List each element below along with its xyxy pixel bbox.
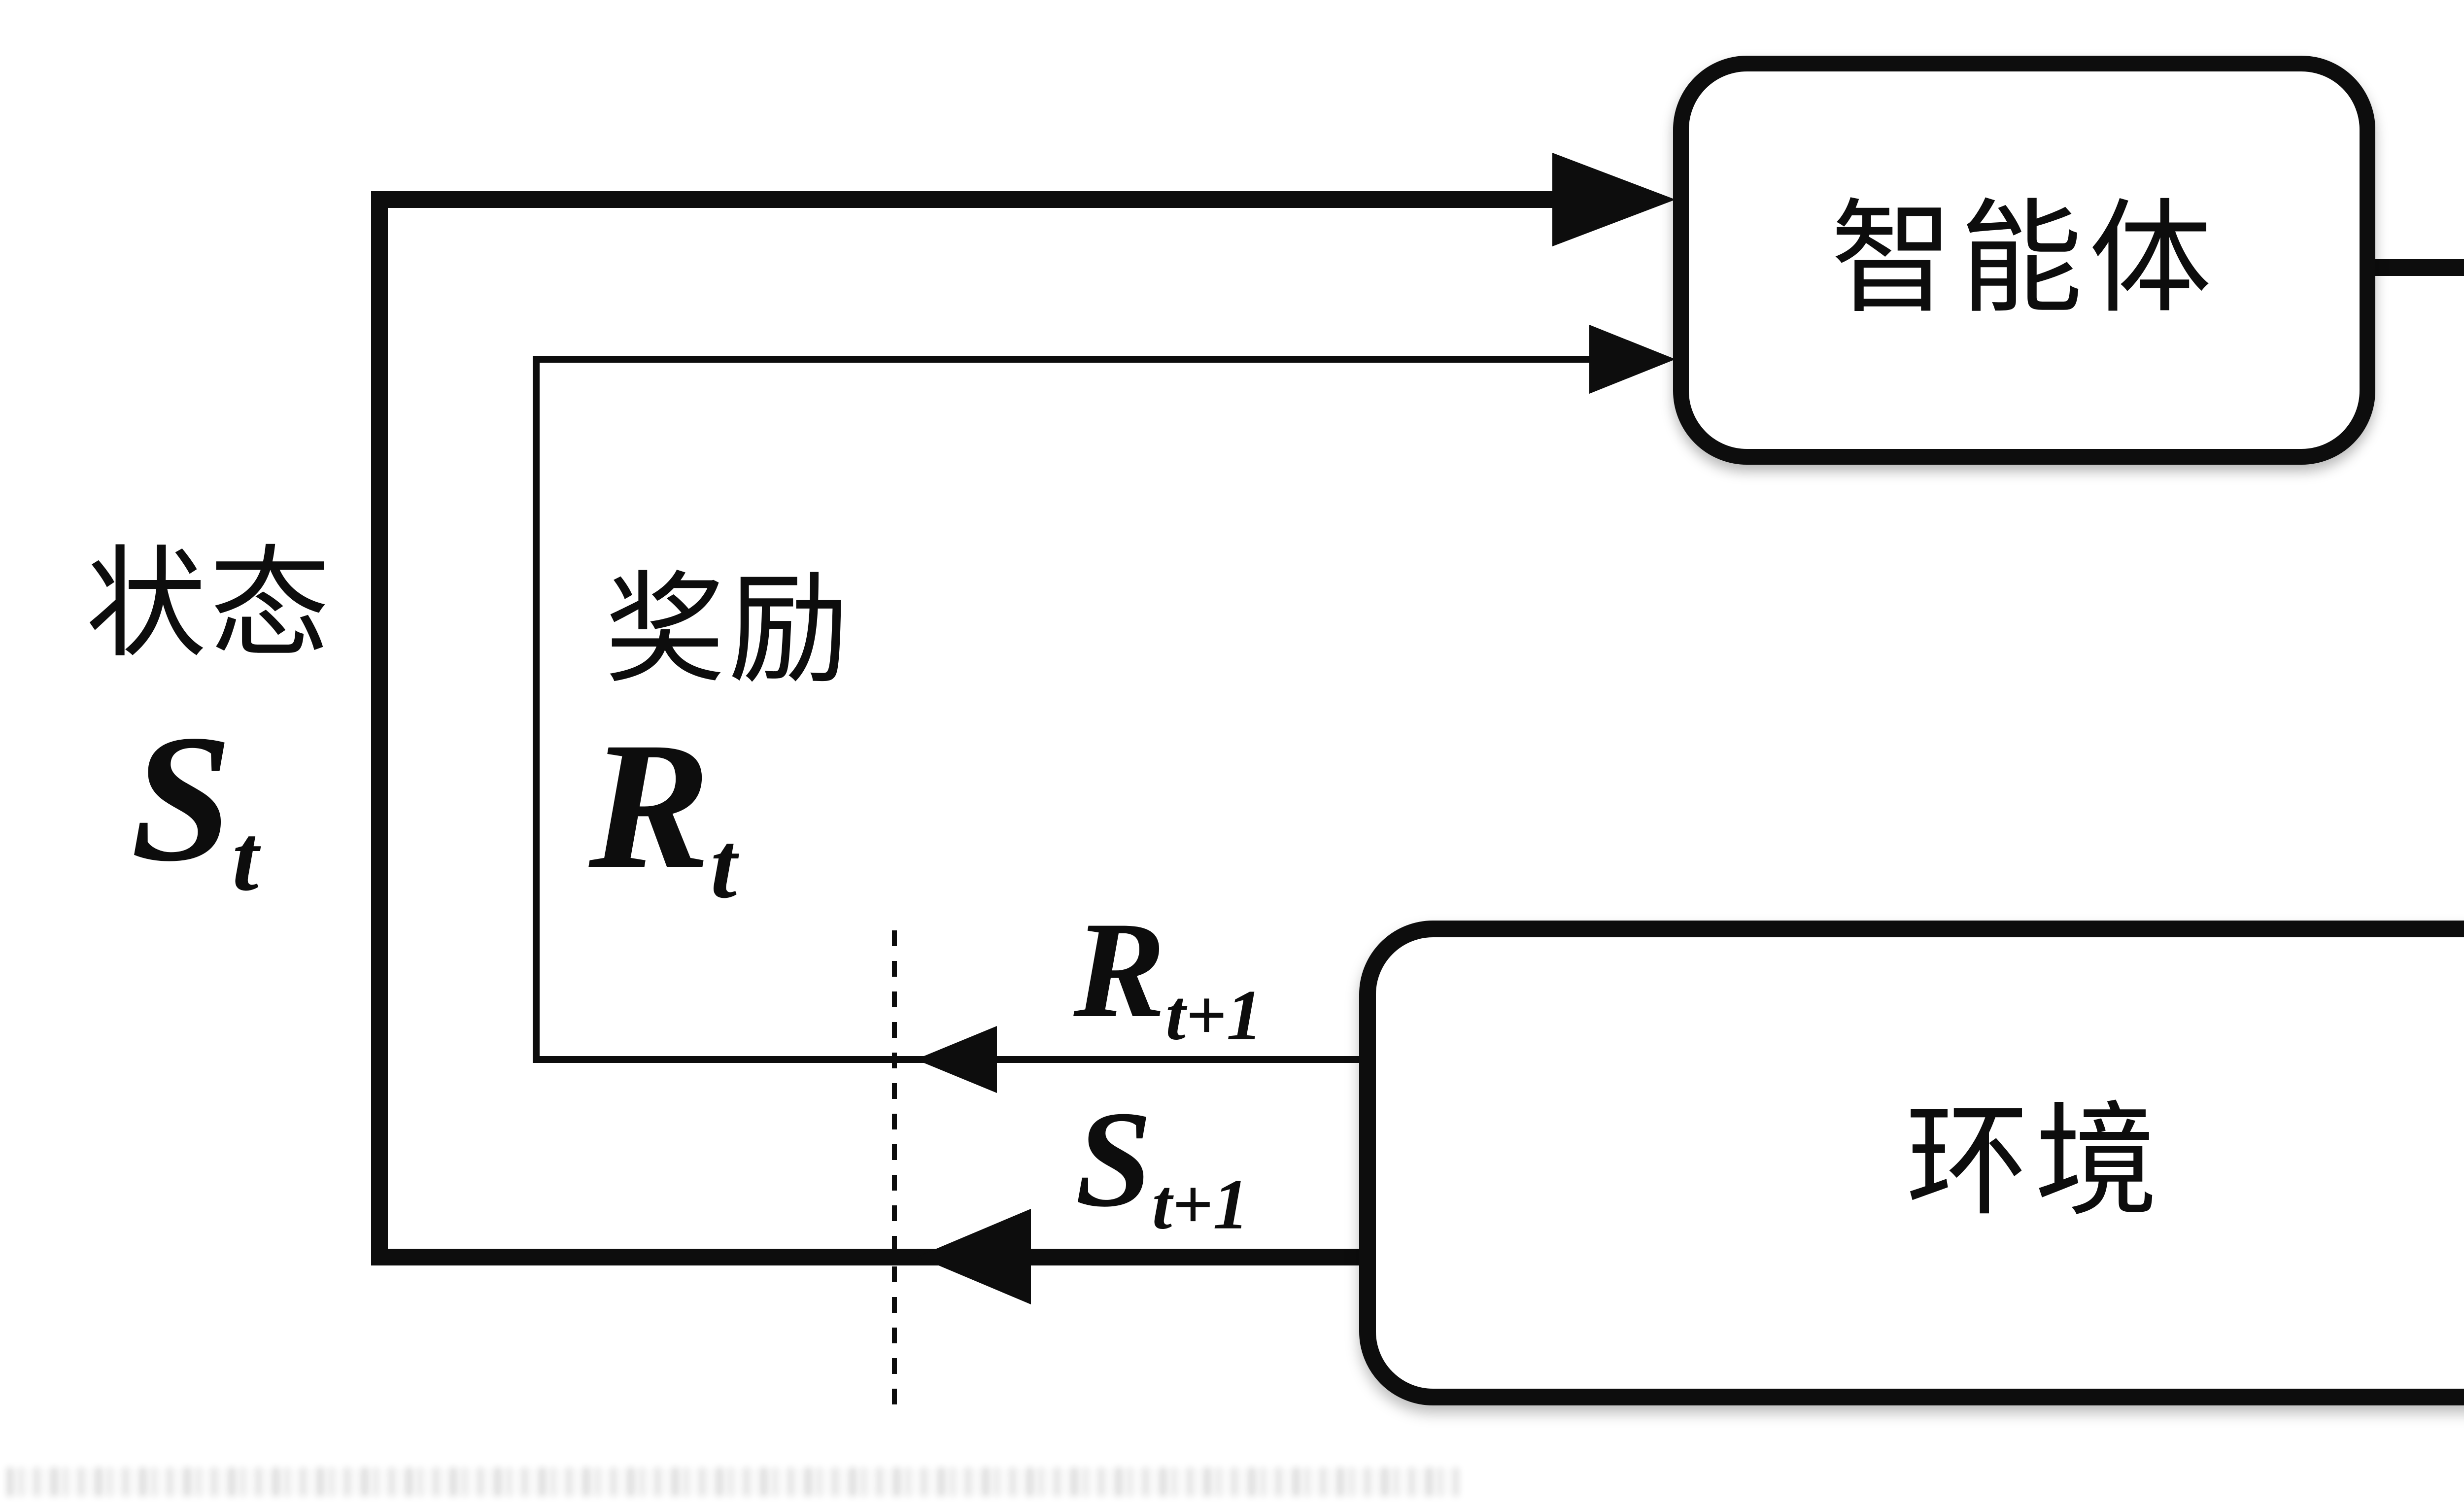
agent-box-label: 智能体	[1830, 192, 2218, 328]
reward-next-arrowhead-icon	[916, 1026, 997, 1093]
state-next-symbol-letter: S	[1075, 1082, 1152, 1235]
reward-symbol-subscript: t	[710, 813, 737, 918]
environment-box: 环境	[1359, 921, 2464, 1405]
reward-next-symbol-subscript: t+1	[1165, 975, 1263, 1055]
reward-symbol: Rt	[589, 715, 737, 913]
action-line-top	[2365, 259, 2464, 276]
state-arrowhead-icon	[1552, 153, 1676, 246]
state-next-arrowhead-icon	[918, 1209, 1031, 1304]
reward-line-top	[533, 356, 1597, 363]
time-step-dashed-divider	[892, 930, 897, 1419]
state-symbol-letter: S	[131, 697, 233, 899]
reward-symbol-letter: R	[588, 705, 711, 907]
reward-line-left	[533, 356, 540, 1063]
state-next-line	[371, 1249, 1375, 1265]
state-line-top	[371, 191, 1562, 208]
cropped-caption-artifact	[7, 1468, 1459, 1496]
reward-label-cn: 奖励	[605, 564, 852, 698]
reward-arrowhead-icon	[1589, 325, 1676, 394]
reward-next-symbol-letter: R	[1073, 893, 1166, 1046]
state-next-symbol: St+1	[1075, 1090, 1249, 1240]
state-symbol: St	[131, 707, 258, 905]
environment-box-label: 环境	[1906, 1094, 2164, 1231]
state-next-symbol-subscript: t+1	[1152, 1164, 1249, 1244]
agent-box: 智能体	[1673, 56, 2375, 465]
reward-next-symbol: Rt+1	[1074, 901, 1263, 1051]
state-label-cn: 状态	[86, 538, 333, 672]
state-symbol-subscript: t	[232, 805, 259, 911]
state-line-left	[371, 191, 388, 1264]
